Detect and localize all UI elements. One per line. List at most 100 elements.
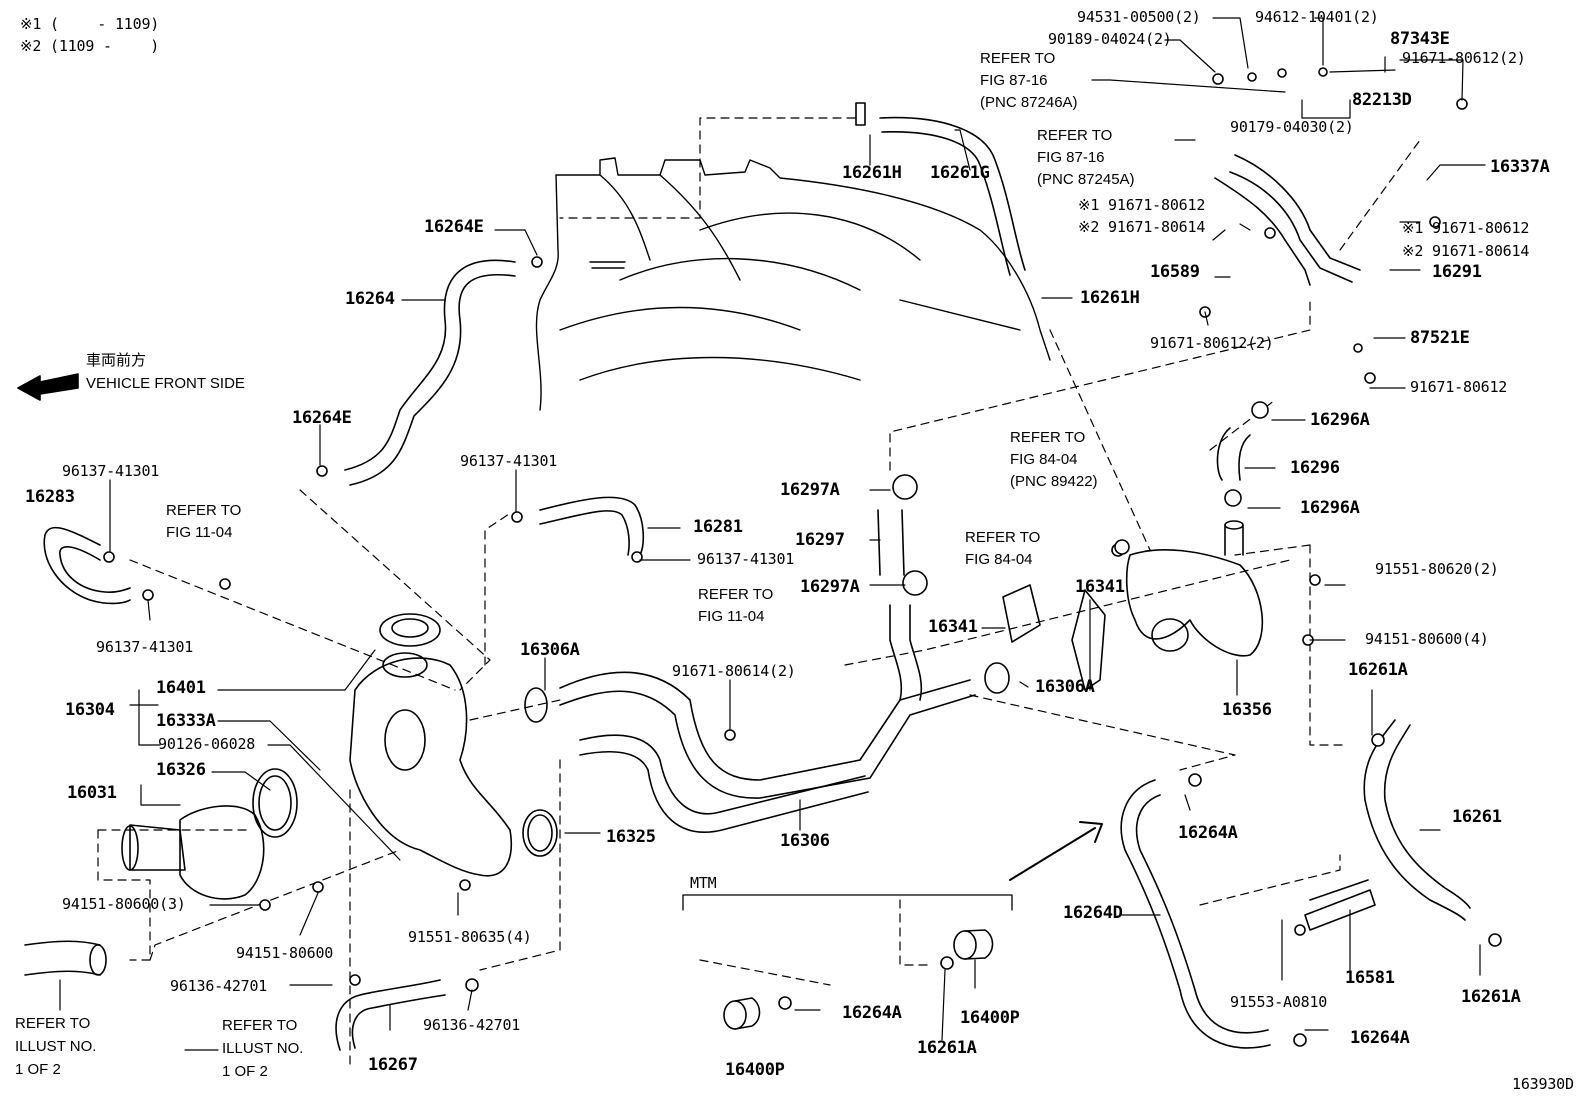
- part-callout[interactable]: 96136-42701: [170, 977, 268, 995]
- part-callout[interactable]: 16306A: [520, 640, 580, 660]
- intake-manifold-outline: [535, 157, 1051, 411]
- refer-illust-b[interactable]: REFER TO ILLUST NO. 1 OF 2: [222, 1014, 303, 1083]
- part-callout[interactable]: 16341: [1075, 577, 1125, 597]
- mtm-bracket: [682, 894, 1013, 911]
- part-callout[interactable]: 16356: [1222, 700, 1272, 720]
- part-callout[interactable]: 16261: [1452, 807, 1502, 827]
- part-callout[interactable]: 94612-10401(2): [1255, 8, 1379, 26]
- ref-line: REFER TO: [166, 502, 242, 519]
- part-callout[interactable]: 94151-80600(3): [62, 895, 186, 913]
- date-note-1: ※1 ( - 1109): [20, 15, 160, 33]
- part-callout[interactable]: 16261A: [1461, 987, 1521, 1007]
- ref-line: (PNC 87245A): [1037, 171, 1135, 188]
- part-callout[interactable]: 16267: [368, 1055, 418, 1075]
- part-callout[interactable]: 16264D: [1063, 903, 1123, 923]
- refer-fig-11-04-b[interactable]: REFER TO FIG 11-04: [698, 584, 773, 628]
- part-callout[interactable]: 94151-80600: [236, 944, 334, 962]
- part-callout[interactable]: 16296A: [1300, 498, 1360, 518]
- leader-lines: [59, 17, 1486, 1051]
- part-callout[interactable]: ※1 91671-80612: [1078, 196, 1206, 214]
- part-callout[interactable]: 90189-04024(2): [1048, 30, 1172, 48]
- part-callout[interactable]: 91671-80612(2): [1402, 49, 1526, 67]
- part-callout[interactable]: 16581: [1345, 968, 1395, 988]
- part-callout[interactable]: 16281: [693, 517, 743, 537]
- ref-line: REFER TO: [1010, 429, 1086, 446]
- part-callout[interactable]: 16297A: [780, 480, 840, 500]
- part-callout[interactable]: 16306: [780, 831, 830, 851]
- vehicle-front-en: VEHICLE FRONT SIDE: [86, 375, 245, 392]
- clamps: [103, 67, 1502, 1047]
- refer-fig-11-04-a[interactable]: REFER TO FIG 11-04: [166, 500, 241, 544]
- part-callout[interactable]: 96137-41301: [460, 452, 558, 470]
- part-callout[interactable]: 16291: [1432, 262, 1482, 282]
- part-callout[interactable]: ※2 91671-80614: [1078, 218, 1206, 236]
- part-callout[interactable]: 90126-06028: [158, 735, 256, 753]
- part-callout[interactable]: 94151-80600(4): [1365, 630, 1489, 648]
- ref-line: REFER TO: [1037, 127, 1113, 144]
- part-callout[interactable]: 16031: [67, 783, 117, 803]
- part-callout[interactable]: 16401: [156, 678, 206, 698]
- part-callout[interactable]: 16261G: [930, 163, 990, 183]
- part-callout[interactable]: 16261A: [917, 1038, 977, 1058]
- part-callout[interactable]: 16261H: [842, 163, 902, 183]
- ref-line: FIG 84-04: [965, 551, 1033, 568]
- part-callout[interactable]: 16264A: [1178, 823, 1238, 843]
- part-callout[interactable]: 87343E: [1390, 29, 1450, 49]
- part-callout[interactable]: 16333A: [156, 711, 216, 731]
- part-callout[interactable]: 16264E: [292, 408, 352, 428]
- part-callout[interactable]: 16297A: [800, 577, 860, 597]
- part-callout[interactable]: 96137-41301: [697, 550, 795, 568]
- part-callout[interactable]: 16400P: [725, 1060, 785, 1080]
- part-callout[interactable]: 90179-04030(2): [1230, 118, 1354, 136]
- ref-line: ILLUST NO.: [222, 1040, 304, 1057]
- part-callout[interactable]: 16261H: [1080, 288, 1140, 308]
- part-callout[interactable]: 96137-41301: [62, 462, 160, 480]
- ref-line: (PNC 89422): [1010, 473, 1098, 490]
- refer-fig-84-04-b[interactable]: REFER TO FIG 84-04: [965, 527, 1040, 571]
- refer-fig-87-16-b[interactable]: REFER TO FIG 87-16 (PNC 87245A): [1037, 125, 1135, 191]
- part-callout[interactable]: 16264: [345, 289, 395, 309]
- refer-fig-84-04-a[interactable]: REFER TO FIG 84-04 (PNC 89422): [1010, 427, 1098, 493]
- part-callout[interactable]: 91551-80620(2): [1375, 560, 1499, 578]
- part-callout[interactable]: 91671-80612(2): [1150, 334, 1274, 352]
- ref-line: FIG 11-04: [166, 524, 233, 541]
- ref-line: REFER TO: [698, 586, 774, 603]
- part-callout[interactable]: 96137-41301: [96, 638, 194, 656]
- part-callout[interactable]: 16261A: [1348, 660, 1408, 680]
- part-callout[interactable]: 16297: [795, 530, 845, 550]
- part-callout[interactable]: 16264E: [424, 217, 484, 237]
- ref-line: 1 OF 2: [222, 1063, 268, 1080]
- mtm-label: MTM: [690, 874, 717, 892]
- part-callout[interactable]: 16296A: [1310, 410, 1370, 430]
- ref-line: REFER TO: [980, 50, 1056, 67]
- part-callout[interactable]: 91553-A0810: [1230, 993, 1328, 1011]
- part-callout[interactable]: 91551-80635(4): [408, 928, 532, 946]
- part-callout[interactable]: 16341: [928, 617, 978, 637]
- part-callout[interactable]: 16400P: [960, 1008, 1020, 1028]
- ref-line: FIG 11-04: [698, 608, 765, 625]
- part-callout[interactable]: 16283: [25, 487, 75, 507]
- part-callout[interactable]: 96136-42701: [423, 1016, 521, 1034]
- part-callout[interactable]: 91671-80614(2): [672, 662, 796, 680]
- part-callout[interactable]: 16304: [65, 700, 115, 720]
- part-callout[interactable]: 94531-00500(2): [1077, 8, 1201, 26]
- part-callout[interactable]: 16589: [1150, 262, 1200, 282]
- part-callout[interactable]: 16264A: [842, 1003, 902, 1023]
- ref-line: FIG 87-16: [980, 72, 1048, 89]
- refer-illust-a[interactable]: REFER TO ILLUST NO. 1 OF 2: [15, 1012, 96, 1081]
- part-callout[interactable]: 16337A: [1490, 157, 1550, 177]
- refer-fig-87-16-a[interactable]: REFER TO FIG 87-16 (PNC 87246A): [980, 48, 1078, 114]
- part-callout[interactable]: 16325: [606, 827, 656, 847]
- part-callout[interactable]: 16326: [156, 760, 206, 780]
- part-callout[interactable]: 16296: [1290, 458, 1340, 478]
- part-callout[interactable]: ※2 91671-80614: [1402, 242, 1530, 260]
- part-callout[interactable]: 82213D: [1352, 90, 1412, 110]
- part-callout[interactable]: 87521E: [1410, 328, 1470, 348]
- part-callout[interactable]: 16306A: [1035, 677, 1095, 697]
- ref-line: 1 OF 2: [15, 1061, 61, 1078]
- part-callout[interactable]: 91671-80612: [1410, 378, 1508, 396]
- part-callout[interactable]: 16264A: [1350, 1028, 1410, 1048]
- front-arrow-icon: [17, 373, 79, 401]
- part-callout[interactable]: ※1 91671-80612: [1402, 219, 1530, 237]
